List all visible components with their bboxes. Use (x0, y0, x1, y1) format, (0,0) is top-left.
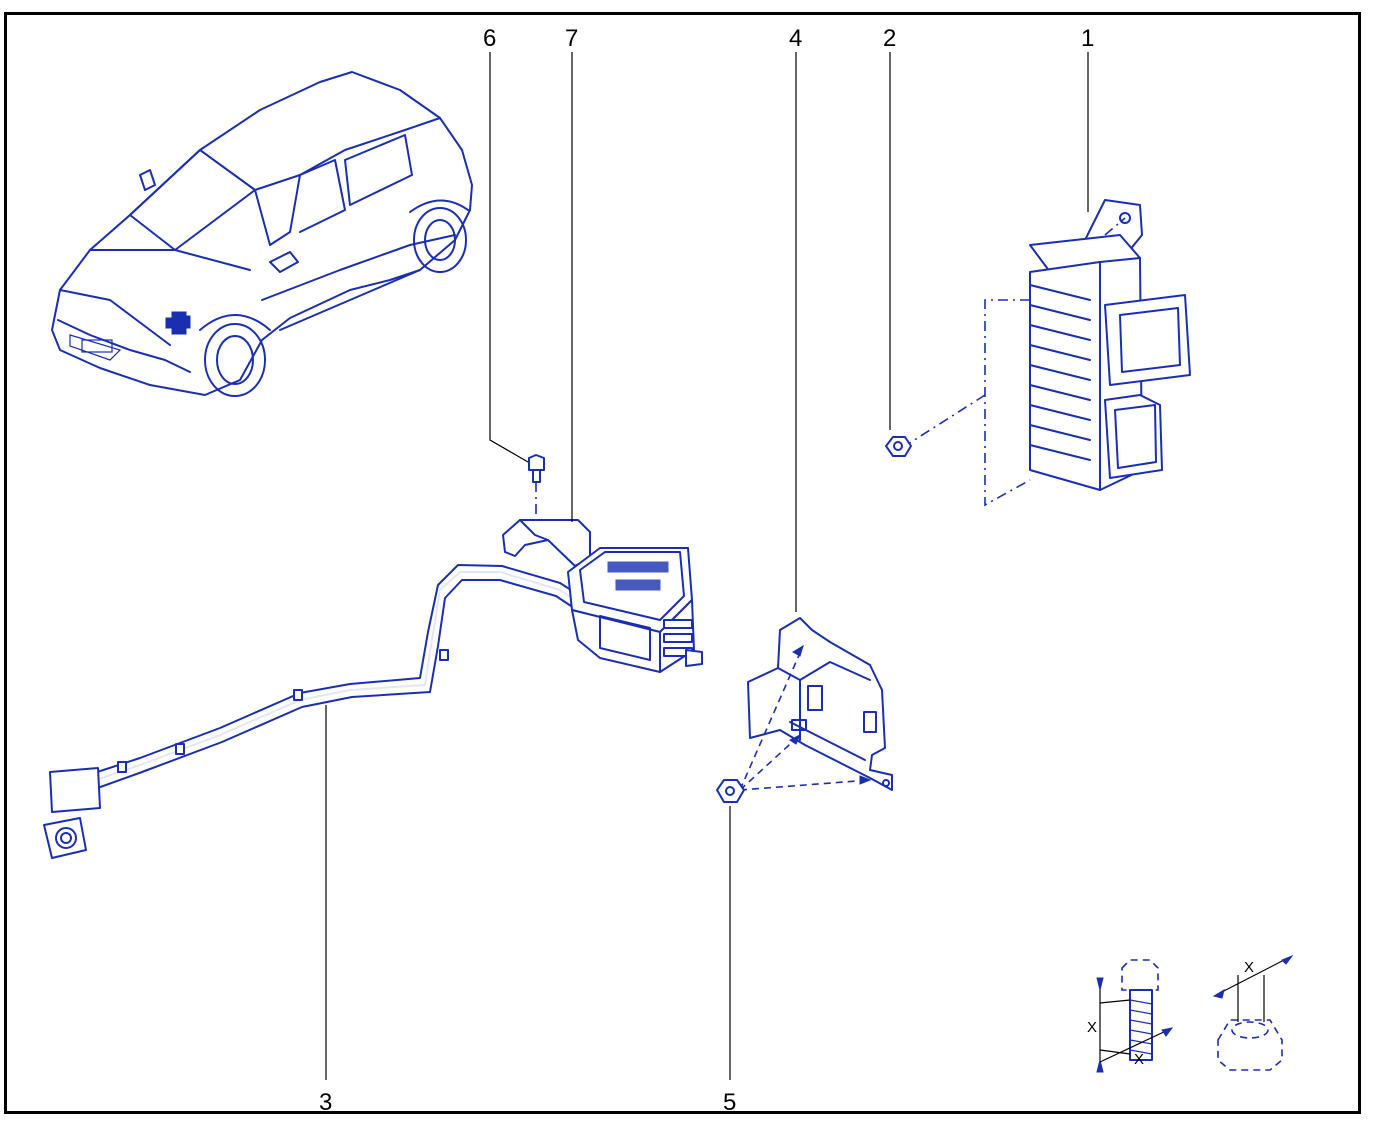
bolt-length-label: X (1087, 1019, 1097, 1036)
part-7-bracket (502, 519, 591, 567)
part-5-nut (716, 779, 745, 803)
leader-lines (325, 52, 1089, 1080)
part-2-nut (885, 436, 912, 457)
callout-5: 5 (723, 1089, 736, 1116)
bolt-diameter-label: X (1134, 1051, 1144, 1068)
part-1-mounting-guide (984, 299, 1031, 507)
component-location-marker (165, 311, 191, 335)
part-3-module-unit (567, 547, 703, 673)
vehicle-locator-illustration (51, 71, 473, 397)
callout-2: 2 (883, 25, 896, 52)
callout-6: 6 (483, 25, 496, 52)
nut-dimension-legend (1212, 954, 1294, 1071)
nut-width-label: X (1244, 959, 1254, 976)
callout-4: 4 (789, 25, 802, 52)
bolt-dimension-legend (1096, 959, 1174, 1073)
part-1-control-unit (1029, 199, 1191, 491)
callout-7: 7 (565, 25, 578, 52)
part-6-screw (528, 454, 545, 483)
part-4-bracket (747, 617, 893, 791)
callout-1: 1 (1081, 25, 1094, 52)
callout-3: 3 (319, 1089, 332, 1116)
part-3-wiring-harness (43, 564, 591, 859)
